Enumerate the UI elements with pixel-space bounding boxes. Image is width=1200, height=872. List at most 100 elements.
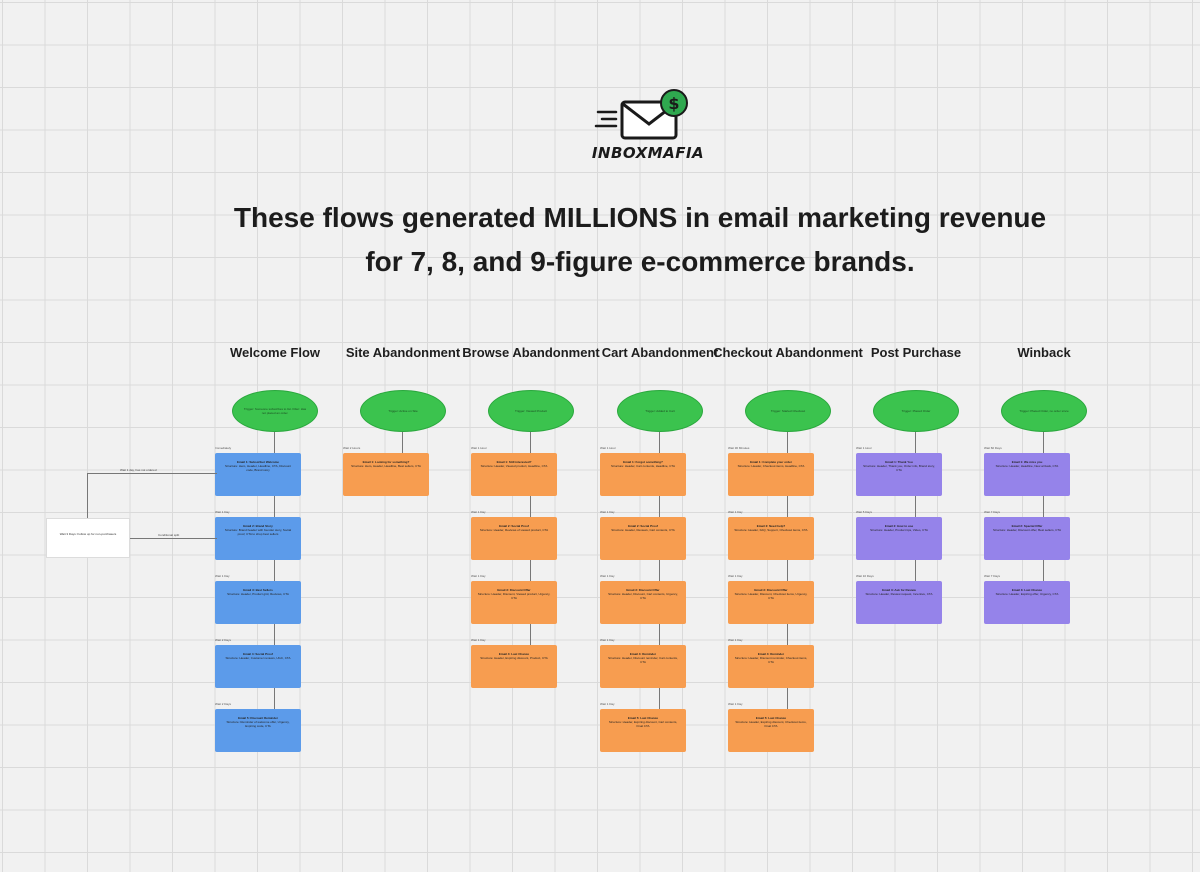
flow-connector-line <box>274 432 275 729</box>
flow-connector-line <box>915 432 916 601</box>
delay-label: Wait 1 Day <box>215 574 230 578</box>
email-structure: Structure: Header, Expiring discount, Ch… <box>735 720 807 728</box>
trigger-node-site[interactable]: Trigger: Active on Site <box>360 390 446 432</box>
email-structure: Structure: Header, Discount, Cart conten… <box>608 592 678 600</box>
svg-text:$: $ <box>668 94 679 113</box>
delay-label: Wait 1 Day <box>728 702 743 706</box>
email-node-checkout-2[interactable]: Email 2: Need help?Structure: Header, FA… <box>728 517 814 560</box>
brand-name: INBOXMAFIA <box>591 144 705 162</box>
delay-label: Wait 1 Day <box>728 510 743 514</box>
branch-label-secondary: Conditional split <box>158 533 180 537</box>
email-title: Email 1: Looking for something? <box>362 460 410 464</box>
trigger-node-post[interactable]: Trigger: Placed Order <box>873 390 959 432</box>
email-title: Email 1: Complete your order <box>750 460 792 464</box>
inboxmafia-logo: $ INBOXMAFIA <box>590 88 710 168</box>
email-structure: Structure: Header, Discount, Checkout it… <box>734 592 808 600</box>
email-node-cart-1[interactable]: Email 1: Forgot something?Structure: Hea… <box>600 453 686 496</box>
email-title: Email 2: Need help? <box>756 524 786 528</box>
email-structure: Structure: Header, Thank you, Order info… <box>863 464 935 472</box>
delay-label: Wait 1 Day <box>471 574 486 578</box>
branch-label: Wait 1 day, has not ordered <box>120 468 157 472</box>
email-node-site-1[interactable]: Email 1: Looking for something?Structure… <box>343 453 429 496</box>
email-title: Email 3: Best Sellers <box>243 588 273 592</box>
trigger-node-welcome[interactable]: Trigger: Someone subscribes to list. Fil… <box>232 390 318 432</box>
flow-title-site: Site Abandonment <box>345 345 461 360</box>
email-title: Email 3: Discount Offer <box>626 588 660 592</box>
email-structure: Structure: Header, Reviews of viewed pro… <box>479 528 549 532</box>
delay-label: Wait 1 Day <box>600 574 615 578</box>
email-title: Email 1: Thank You <box>885 460 913 464</box>
trigger-node-browse[interactable]: Trigger: Viewed Product <box>488 390 574 432</box>
delay-label: Immediately <box>215 446 232 450</box>
delay-label: Wait 7 Days <box>984 574 1001 578</box>
email-title: Email 1: We miss you <box>1011 460 1043 464</box>
email-title: Email 3: Last Chance <box>1011 588 1043 592</box>
email-structure: Structure: Header, Discount reminder, Ca… <box>608 656 678 664</box>
email-structure: Structure: Header, Viewed product, Headl… <box>480 464 548 468</box>
delay-label: Wait 5 Days <box>856 510 873 514</box>
email-structure: Structure: Header, Discount offer, Best … <box>992 528 1062 532</box>
email-structure: Structure: Header, Discount reminder, Ch… <box>734 656 808 664</box>
email-structure: Structure: Hero, Header, Headline, Best … <box>351 464 421 468</box>
delay-label: Wait 1 Day <box>728 638 743 642</box>
delay-label: Wait 1 Day <box>600 638 615 642</box>
branch-connector-mid-h <box>130 538 217 539</box>
flow-title-welcome: Welcome Flow <box>229 345 321 360</box>
delay-label: Wait 2 Days <box>215 702 232 706</box>
email-title: Email 1: Subscriber Welcome <box>237 460 279 464</box>
delay-label: Wait 1 Day <box>600 510 615 514</box>
email-title: Email 1: Still interested? <box>496 460 532 464</box>
email-structure: Structure: Header, Reviews, Cart content… <box>611 528 675 532</box>
trigger-node-checkout[interactable]: Trigger: Started Checkout <box>745 390 831 432</box>
delay-label: Wait 10 Days <box>856 574 874 578</box>
email-title: Email 2: How to use <box>884 524 914 528</box>
email-node-browse-1[interactable]: Email 1: Still interested?Structure: Hea… <box>471 453 557 496</box>
trigger-node-winback[interactable]: Trigger: Placed Order, no order since <box>1001 390 1087 432</box>
delay-label: Wait 60 Days <box>984 446 1002 450</box>
flow-connector-line <box>659 432 660 729</box>
email-title: Email 3: Ask for Review <box>882 588 916 592</box>
email-structure: Structure: Header, Expiring offer, Urgen… <box>995 592 1059 596</box>
branch-connector-top-v <box>87 473 88 518</box>
delay-label: Wait 1 Hour <box>600 446 616 450</box>
email-structure: Structure: Header, Review request, Incen… <box>865 592 933 596</box>
delay-label: Wait 1 Day <box>471 510 486 514</box>
delay-label: Wait 7 Days <box>984 510 1001 514</box>
email-structure: Structure: Header, Customer reviews, UGC… <box>225 656 291 660</box>
trigger-node-cart[interactable]: Trigger: Added to Cart <box>617 390 703 432</box>
delay-label: Wait 2 Hours <box>343 446 361 450</box>
envelope-dollar-icon: $ <box>594 89 688 140</box>
email-structure: Structure: Header, Expiring discount, Ca… <box>608 720 678 728</box>
delay-label: Wait 2 Days <box>215 638 232 642</box>
email-title: Email 4: Reminder <box>629 652 657 656</box>
email-title: Email 5: Last Chance <box>755 716 787 720</box>
email-title: Email 4: Social Proof <box>243 652 273 656</box>
email-structure: Structure: Brand header with founder sto… <box>224 528 292 536</box>
delay-label: Wait 1 Hour <box>856 446 872 450</box>
welcome-branch-box[interactable]: Wait 3 Days: Follow up for non-purchaser… <box>46 518 130 558</box>
email-structure: Structure: Header, Headline, New arrival… <box>995 464 1059 468</box>
delay-label: Wait 1 Hour <box>471 446 487 450</box>
